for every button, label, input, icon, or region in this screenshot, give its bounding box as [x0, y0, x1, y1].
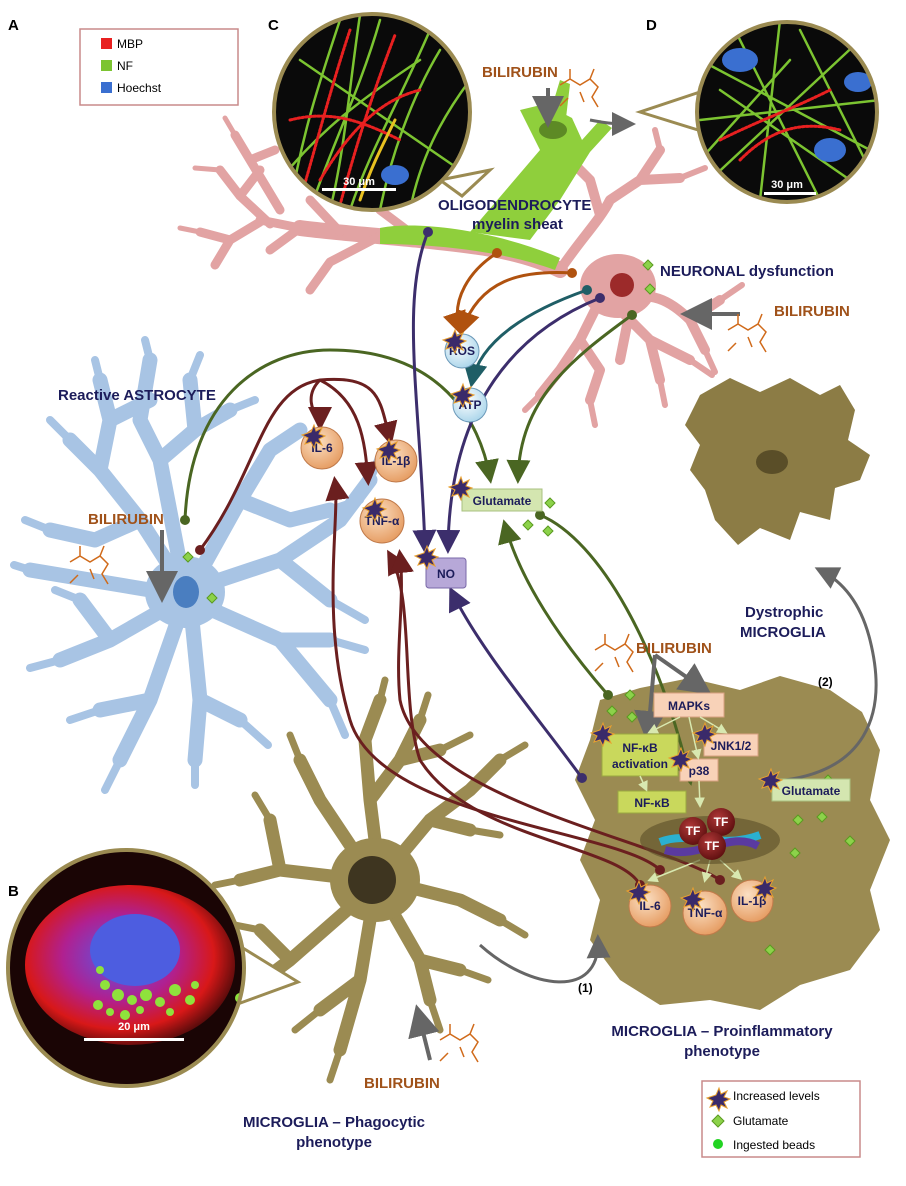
micrograph-b: 20 μm — [6, 848, 302, 1088]
nfkb-activation-line2: activation — [612, 757, 668, 771]
il6-microglia-label: IL-6 — [639, 899, 661, 913]
astrocyte-cell — [10, 336, 384, 794]
bilirubin-label-neuron: BILIRUBIN — [774, 303, 850, 320]
oligodendrocyte-label: OLIGODENDROCYTE — [438, 197, 591, 214]
channel-legend: MBP NF Hoechst — [79, 28, 239, 106]
dystrophic-label-line2: MICROGLIA — [740, 624, 826, 641]
panel-label-a: A — [8, 17, 19, 34]
phagocytic-label-line1: MICROGLIA – Phagocytic — [243, 1114, 425, 1131]
panel-label-d: D — [646, 17, 657, 34]
legend-label-mbp: MBP — [117, 37, 143, 51]
scale-bar-label-c: 30 μm — [343, 176, 375, 188]
myelin-sheat-label: myelin sheat — [472, 216, 563, 233]
step-1-label: (1) — [578, 981, 593, 995]
astrocyte-nucleus — [173, 576, 199, 608]
dystrophic-label-line1: Dystrophic — [745, 604, 823, 621]
phagocytic-label-line2: phenotype — [296, 1134, 372, 1151]
il1b-astro: IL-1β — [374, 439, 418, 483]
mapks-label: MAPKs — [668, 699, 710, 713]
legend-increased-label: Increased levels — [733, 1089, 820, 1103]
no-label: NO — [437, 567, 455, 581]
tf-factor: TF — [679, 817, 707, 845]
legend-beads-label: Ingested beads — [733, 1138, 815, 1152]
phagocytic-microglia-nucleus — [348, 856, 396, 904]
il1b-microglia-label: IL-1β — [738, 894, 767, 908]
proinflammatory-label-line1: MICROGLIA – Proinflammatory — [611, 1023, 833, 1040]
tf-factor: TF — [707, 808, 735, 836]
micrograph-d: 30 μm — [635, 20, 879, 204]
panel-label-b: B — [8, 883, 19, 900]
tnfa-microglia-label: TNF-α — [688, 906, 723, 920]
neuron-nucleus — [610, 273, 634, 297]
legend-swatch-hoechst — [101, 82, 112, 93]
glutamate-microglia-label: Glutamate — [782, 784, 841, 798]
legend-glutamate-icon — [711, 1114, 725, 1128]
bilirubin-label-phagocytic: BILIRUBIN — [364, 1075, 440, 1092]
legend-swatch-mbp — [101, 38, 112, 49]
nfkb-activation-line1: NF-κB — [622, 741, 658, 755]
glutamate-central: Glutamate — [461, 488, 543, 512]
symbol-legend: Increased levels Glutamate Ingested bead… — [701, 1080, 861, 1158]
no-molecule: NO — [425, 557, 467, 589]
reactive-astrocyte-label: Reactive ASTROCYTE — [58, 387, 216, 404]
tf-label-1: TF — [686, 824, 701, 838]
p38-label: p38 — [689, 764, 710, 778]
tf-label-3: TF — [705, 839, 720, 853]
legend-beads-icon — [713, 1139, 723, 1149]
increased-level-markers — [300, 328, 784, 913]
legend-label-hoechst: Hoechst — [117, 81, 162, 95]
nfkb-label: NF-κB — [634, 796, 670, 810]
bilirubin-label-astrocyte: BILIRUBIN — [88, 511, 164, 528]
jnk-label: JNK1/2 — [711, 739, 752, 753]
neuronal-dysfunction-label: NEURONAL dysfunction — [660, 263, 834, 280]
il6-astro-label: IL-6 — [311, 441, 333, 455]
legend-increased-icon — [705, 1086, 732, 1113]
bilirubin-molecule-icons — [69, 68, 767, 1063]
panel-label-c: C — [268, 17, 279, 34]
proinflammatory-label-line2: phenotype — [684, 1043, 760, 1060]
scale-bar-label-d: 30 μm — [771, 179, 803, 191]
tf-factor: TF — [698, 832, 726, 860]
legend-label-nf: NF — [117, 59, 133, 73]
oligodendrocyte-nucleus — [539, 121, 567, 139]
glutamate-central-label: Glutamate — [473, 494, 532, 508]
bilirubin-label-oligo: BILIRUBIN — [482, 64, 558, 81]
legend-glutamate-label: Glutamate — [733, 1114, 789, 1128]
tf-label-2: TF — [714, 815, 729, 829]
legend-swatch-nf — [101, 60, 112, 71]
dystrophic-nucleus — [756, 450, 788, 474]
step-2-label: (2) — [818, 675, 833, 689]
micrograph-c: 30 μm — [272, 12, 495, 212]
scale-bar-label-b: 20 μm — [118, 1021, 150, 1033]
neuron-cell — [177, 115, 745, 428]
tnfa-astro: TNF-α — [359, 498, 405, 544]
connection-arrows — [146, 88, 878, 1061]
bilirubin-label-microglia: BILIRUBIN — [636, 640, 712, 657]
